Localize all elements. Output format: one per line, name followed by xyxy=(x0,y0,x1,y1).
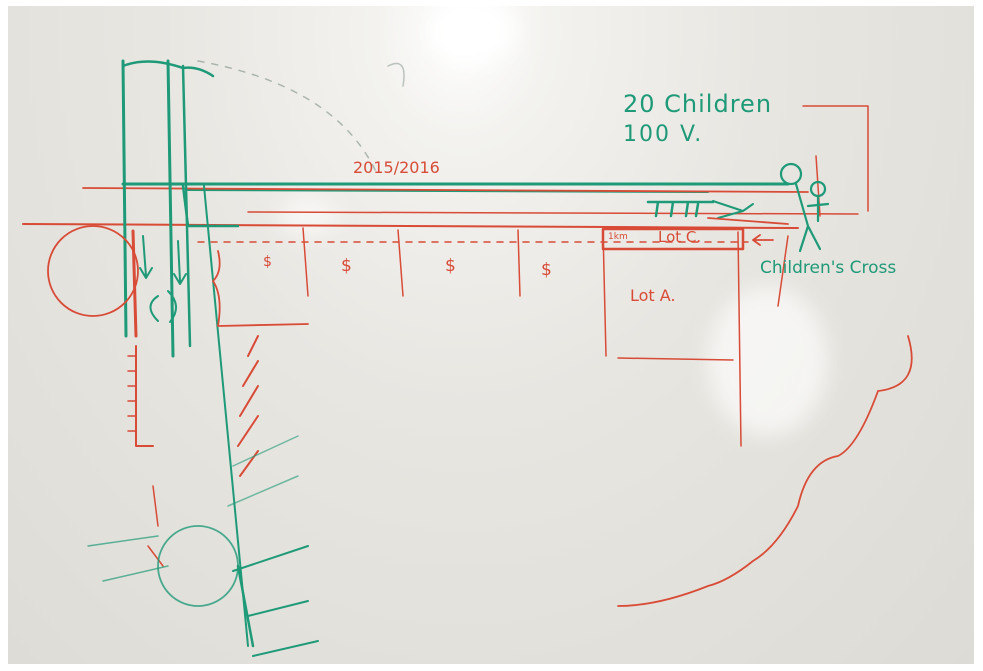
lot-bottom-line xyxy=(617,357,734,361)
left-roundabout xyxy=(47,225,139,317)
left-red-curb-2 xyxy=(135,345,154,447)
arrow-down-2 xyxy=(173,240,187,285)
vertical-road-5 xyxy=(121,60,215,78)
lot-divider-2 xyxy=(397,229,404,297)
arrow-curve xyxy=(149,290,177,323)
crossing-arrow xyxy=(712,200,754,219)
parking-diagonals xyxy=(237,335,259,477)
dollar-mark: $ xyxy=(541,260,552,280)
lot-c-box xyxy=(601,227,745,251)
green-corner-box xyxy=(181,184,240,228)
lot-divider-1 xyxy=(302,227,309,297)
crossing-symbol xyxy=(646,200,715,218)
green-lower-2 xyxy=(232,545,309,572)
lot-divider-4 xyxy=(602,229,607,357)
stick-figure-body xyxy=(794,182,830,253)
right-bracket-2 xyxy=(815,155,821,217)
stick-figure-head-1 xyxy=(779,162,803,186)
curb-ticks xyxy=(127,355,137,432)
lower-roundabout xyxy=(157,525,239,607)
green-lower-5 xyxy=(87,535,169,582)
green-lower-4 xyxy=(252,640,319,657)
red-hook xyxy=(212,250,309,327)
light-glare-center xyxy=(278,196,338,236)
lot-divider-5 xyxy=(737,231,742,447)
green-lower-1 xyxy=(236,564,255,648)
years-label: 2015/2016 xyxy=(353,158,440,177)
childrens-cross-label: Children's Cross xyxy=(760,258,897,278)
red-arrow-left xyxy=(752,234,774,246)
dollar-mark: $ xyxy=(341,256,352,276)
children-count-label: 20 Children xyxy=(623,90,773,118)
right-bracket-3 xyxy=(777,235,789,307)
lot-c-prefix: 1km xyxy=(608,232,628,242)
dollar-mark: $ xyxy=(263,254,272,270)
light-glare-right xyxy=(708,286,828,436)
left-red-lower xyxy=(147,485,164,567)
vertical-road-4 xyxy=(203,185,249,647)
right-bracket-1 xyxy=(802,105,869,212)
vertical-road-1 xyxy=(121,59,128,338)
dollar-mark: $ xyxy=(445,256,456,276)
wavy-boundary xyxy=(617,335,913,607)
lot-a-label: Lot A. xyxy=(630,286,676,305)
arrow-down-1 xyxy=(139,235,153,279)
whiteboard: 20 Children 100 V. 2015/2016 Children's … xyxy=(8,6,974,664)
light-glare-top xyxy=(428,6,518,66)
faint-arc-2 xyxy=(387,62,405,87)
vertical-road-2 xyxy=(166,59,175,358)
lot-divider-3 xyxy=(517,229,521,297)
road-lower-line xyxy=(247,211,859,215)
green-lower-3 xyxy=(247,600,309,617)
volume-label: 100 V. xyxy=(623,122,704,147)
whiteboard-sketch xyxy=(22,59,913,657)
road-edge-bottom xyxy=(22,223,799,229)
left-red-curb xyxy=(131,229,138,338)
lot-c-label: Lot C. xyxy=(658,228,702,246)
faint-arc xyxy=(197,60,379,177)
green-lower-6 xyxy=(227,435,299,507)
red-arrow-right xyxy=(707,217,789,225)
